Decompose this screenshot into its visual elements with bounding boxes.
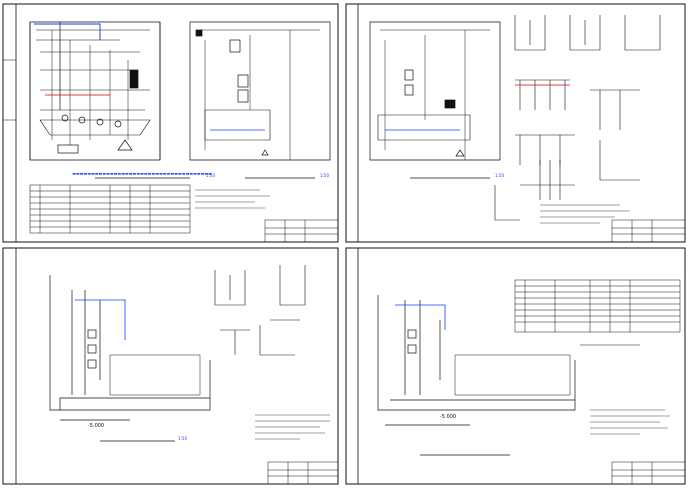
title-block [267, 461, 339, 485]
sheet-2: 1:50 [345, 3, 686, 243]
pipe-blue [75, 299, 126, 340]
title-block [611, 219, 686, 243]
floor-plan [369, 21, 501, 161]
floor-plan [49, 275, 211, 421]
sheet-4: -5.000 [345, 247, 686, 485]
detail-drawings [214, 265, 306, 356]
pipe-blue [34, 23, 101, 40]
scale-label-1: 1:50 [178, 436, 187, 441]
equipment-table [29, 184, 191, 234]
scale-label-2: 1:50 [320, 173, 329, 178]
notes-text [540, 204, 630, 224]
sheet-border [2, 247, 339, 485]
elevation-label: -5.000 [88, 423, 104, 429]
sheet-3: -5.000 1:50 [2, 247, 339, 485]
sheet-border [345, 247, 686, 485]
sheet-1: ▬▬▬▬▬▬▬▬▬▬▬▬▬▬▬▬▬▬▬▬▬▬▬▬▬▬▬▬▬▬▬▬▬▬▬▬▬ 1:… [2, 3, 339, 243]
equipment-table [514, 279, 681, 333]
notes-text [590, 409, 670, 435]
elevation-label: -5.000 [440, 414, 456, 420]
title-block [611, 461, 686, 485]
pipe-blue [395, 304, 446, 330]
scale-label-1: 1:50 [206, 173, 215, 178]
drawing-title-1: ▬▬▬▬▬▬▬▬▬▬▬▬▬▬▬▬▬▬▬▬▬▬▬▬▬▬▬▬▬▬▬▬▬▬▬▬▬ [72, 171, 212, 176]
detail-drawings [494, 15, 661, 221]
floor-plan-right [189, 21, 331, 161]
floor-plan-left [29, 21, 161, 161]
scale-label-1: 1:50 [495, 173, 504, 178]
notes-text [255, 414, 330, 440]
sheet-border [2, 3, 339, 243]
notes-text [195, 189, 270, 209]
sheet-border [345, 3, 686, 243]
title-block [264, 219, 339, 243]
floor-plan [377, 295, 576, 426]
